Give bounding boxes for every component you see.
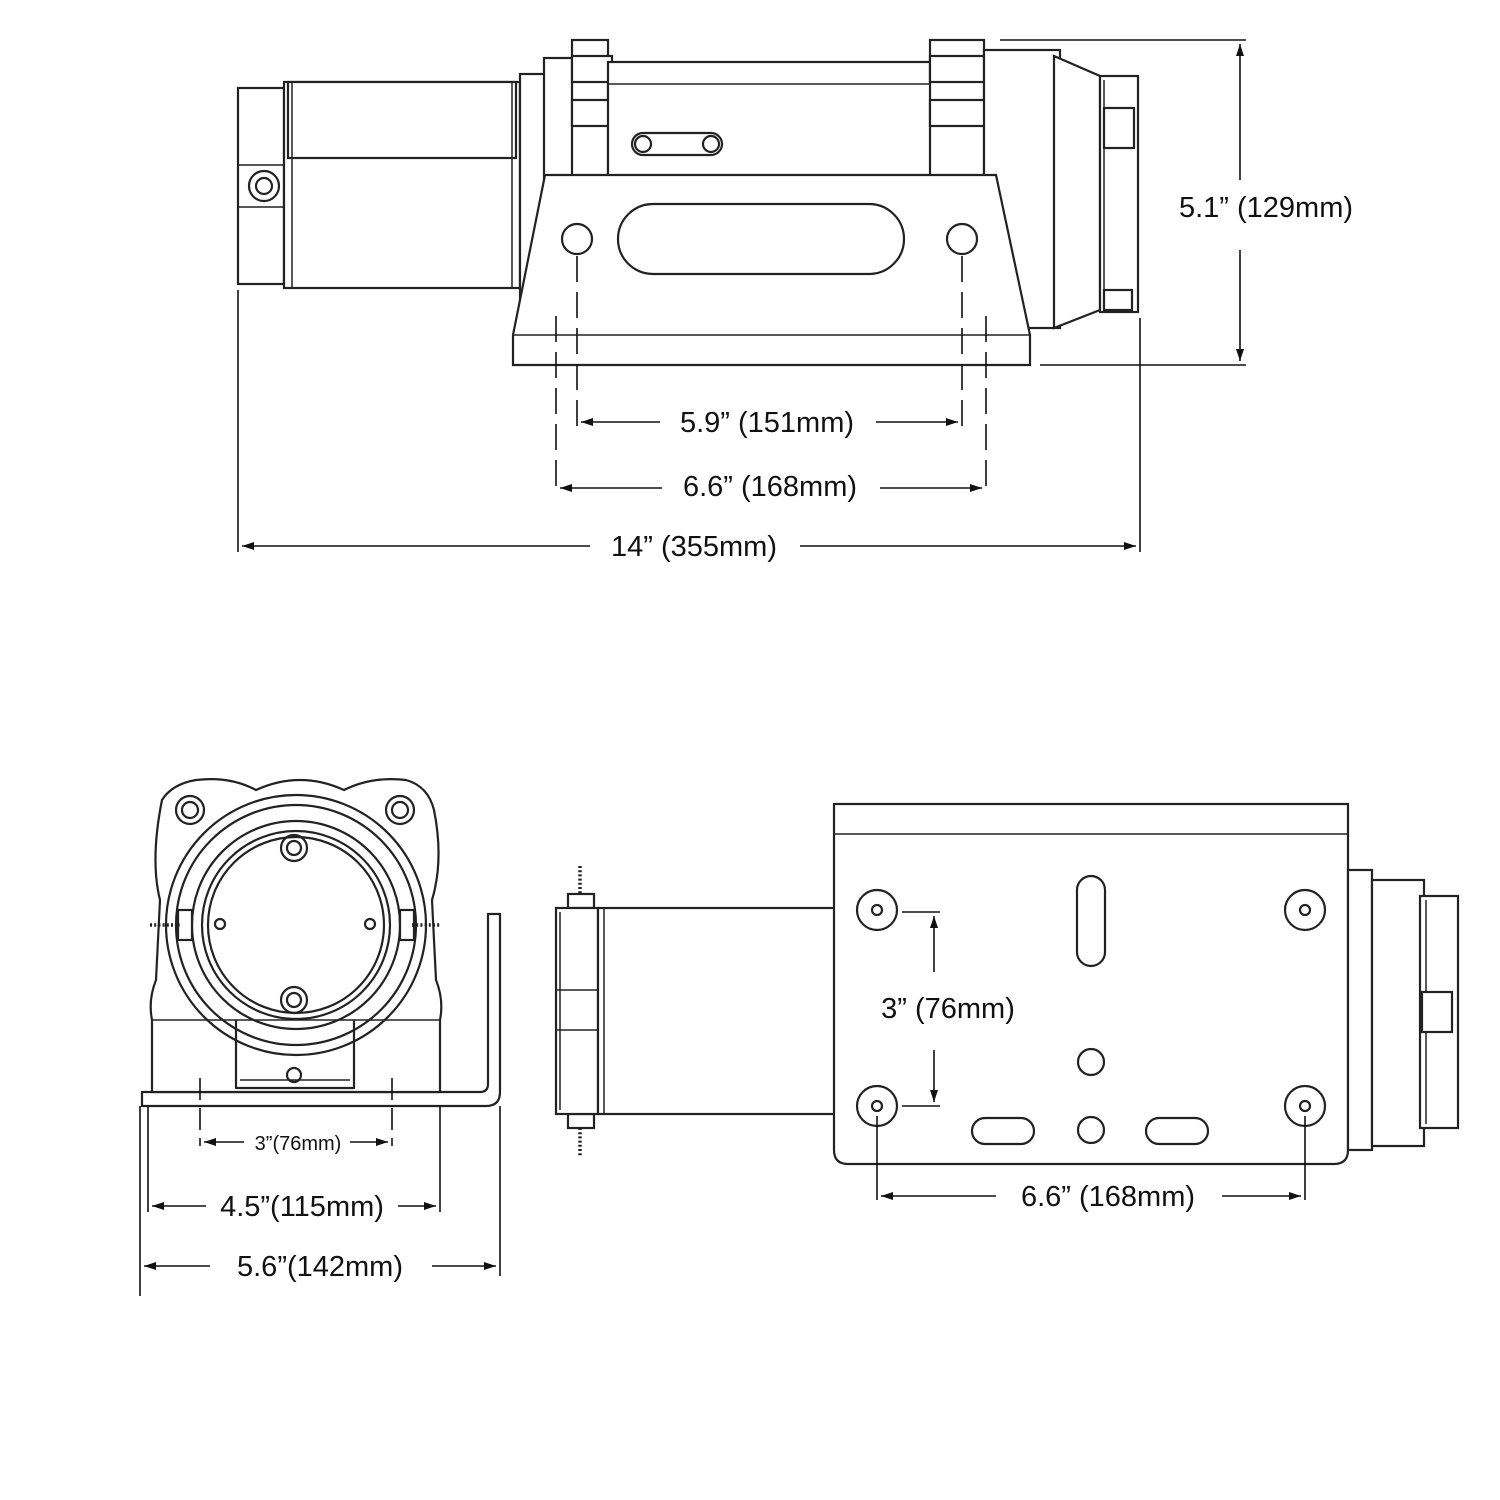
side-view-winch — [236, 38, 1140, 367]
bottom-vertical-spacing-label: 3” (76mm) — [881, 993, 1015, 1025]
overall-length-label: 14” (355mm) — [611, 531, 777, 563]
base-width-label: 4.5”(115mm) — [220, 1191, 384, 1223]
height-dimension-label: 5.1” (129mm) — [1179, 192, 1353, 224]
side-view-dimensions — [237, 39, 1246, 552]
inner-hole-spacing-label: 5.9” (151mm) — [680, 407, 854, 439]
outer-spacing-label: 6.6” (168mm) — [683, 471, 857, 503]
end-hole-spacing-label: 3”(76mm) — [255, 1133, 342, 1155]
overall-width-label: 5.6”(142mm) — [237, 1251, 403, 1283]
bottom-view-dimensions — [876, 911, 1306, 1200]
end-view-dimensions — [139, 1106, 501, 1296]
bottom-horizontal-spacing-label: 6.6” (168mm) — [1021, 1181, 1195, 1213]
bottom-view-winch — [554, 802, 1460, 1166]
end-view-winch — [140, 778, 502, 1146]
